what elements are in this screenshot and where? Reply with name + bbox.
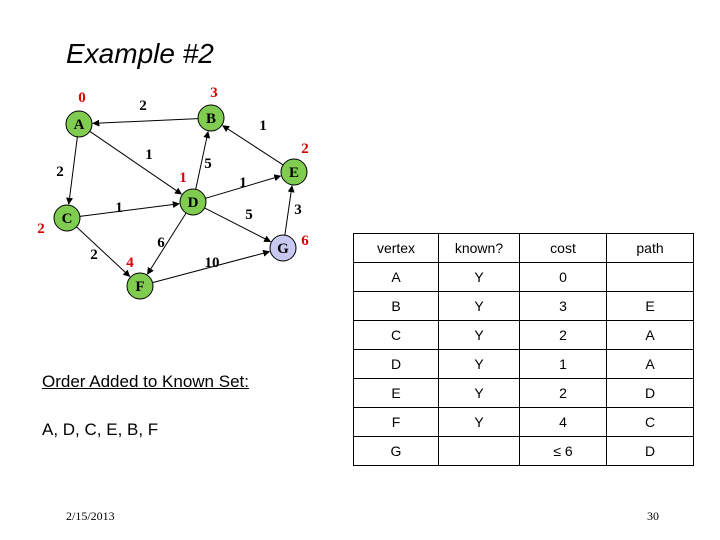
edge-c-d [79,201,180,217]
cell-vertex: C [353,320,439,350]
order-heading: Order Added to Known Set: [42,372,249,391]
vertex-label-g: G [277,241,289,257]
edge-weight-a-d: 1 [145,147,153,163]
table-row: A Y 0 [353,262,694,292]
edge-d-g [204,207,272,243]
edge-weight-c-d: 1 [115,200,123,216]
cell-cost: 2 [519,378,607,408]
cell-known: Y [438,378,520,408]
edge-g-e [284,185,295,236]
table-row: C Y 2 A [353,320,694,350]
vertex-e [280,158,308,186]
vertex-cost-a: 0 [78,90,86,106]
cell-path: C [606,407,694,437]
edge-e-b [222,125,284,166]
edge-d-b [195,131,211,190]
edge-weight-g-e: 3 [294,202,302,218]
vertex-d [179,188,207,216]
header-known: known? [438,233,520,263]
cell-path: E [606,291,694,321]
cell-known [438,436,520,466]
edge-weight-f-g: 10 [205,255,220,271]
slide-title: Example #2 [66,38,214,69]
cell-cost: 2 [519,320,607,350]
vertex-label-a: A [74,117,85,133]
header-path: path [606,233,694,263]
edge-a-d [89,130,183,195]
table-row: G ≤ 6 D [353,436,694,466]
cell-cost: 0 [519,262,607,292]
cell-path: D [606,378,694,408]
edge-weight-d-e: 1 [239,175,247,191]
cell-cost: 4 [519,407,607,437]
cell-path: A [606,320,694,350]
edge-b-a [92,118,199,127]
vertex-cost-c: 2 [37,221,45,237]
cell-cost: 3 [519,291,607,321]
vertex-cost-b: 3 [210,85,218,101]
cell-vertex: D [353,349,439,379]
cell-vertex: G [353,436,439,466]
table-row: E Y 2 D [353,378,694,408]
cell-cost: ≤ 6 [519,436,607,466]
edge-weight-e-b: 1 [259,118,267,134]
cell-known: Y [438,407,520,437]
order-list: A, D, C, E, B, F [42,420,159,439]
vertex-cost-e: 2 [301,141,309,157]
edge-c-f [76,226,131,277]
edge-weight-d-g: 5 [245,207,253,223]
cell-known: Y [438,349,520,379]
table-row: F Y 4 C [353,407,694,437]
cell-known: Y [438,320,520,350]
page-number: 30 [647,509,659,523]
edge-d-f [147,212,187,275]
distance-table: vertex known? cost path A Y 0 B Y 3 E C … [353,233,694,466]
cell-vertex: A [353,262,439,292]
cell-path: D [606,436,694,466]
vertex-label-c: C [62,211,73,227]
edge-weight-d-f: 6 [157,235,165,251]
vertex-g [269,234,297,262]
vertex-a [65,110,93,138]
cell-cost: 1 [519,349,607,379]
table-row: B Y 3 E [353,291,694,321]
vertex-cost-f: 4 [126,255,134,271]
vertex-c [53,204,81,232]
edge-d-e [205,174,282,199]
cell-known: Y [438,262,520,292]
table-row: D Y 1 A [353,349,694,379]
edge-weight-b-a: 2 [139,98,147,114]
cell-known: Y [438,291,520,321]
vertex-cost-d: 1 [179,170,187,186]
vertex-cost-g: 6 [301,233,309,249]
vertex-label-b: B [206,111,216,127]
cell-path: A [606,349,694,379]
vertex-label-e: E [289,165,299,181]
vertex-label-d: D [188,195,199,211]
edge-weight-a-c: 2 [56,164,64,180]
vertex-b [197,104,225,132]
vertex-label-f: F [135,279,144,295]
edge-weight-c-f: 2 [90,247,98,263]
header-vertex: vertex [353,233,439,263]
cell-vertex: B [353,291,439,321]
cell-vertex: F [353,407,439,437]
edge-a-c [66,136,78,205]
cell-path [606,262,694,292]
footer-date: 2/15/2013 [66,509,115,523]
cell-vertex: E [353,378,439,408]
edge-weight-d-b: 5 [204,156,212,172]
table-header-row: vertex known? cost path [353,233,694,263]
vertex-f [126,272,154,300]
header-cost: cost [519,233,607,263]
edge-f-g [152,249,271,284]
